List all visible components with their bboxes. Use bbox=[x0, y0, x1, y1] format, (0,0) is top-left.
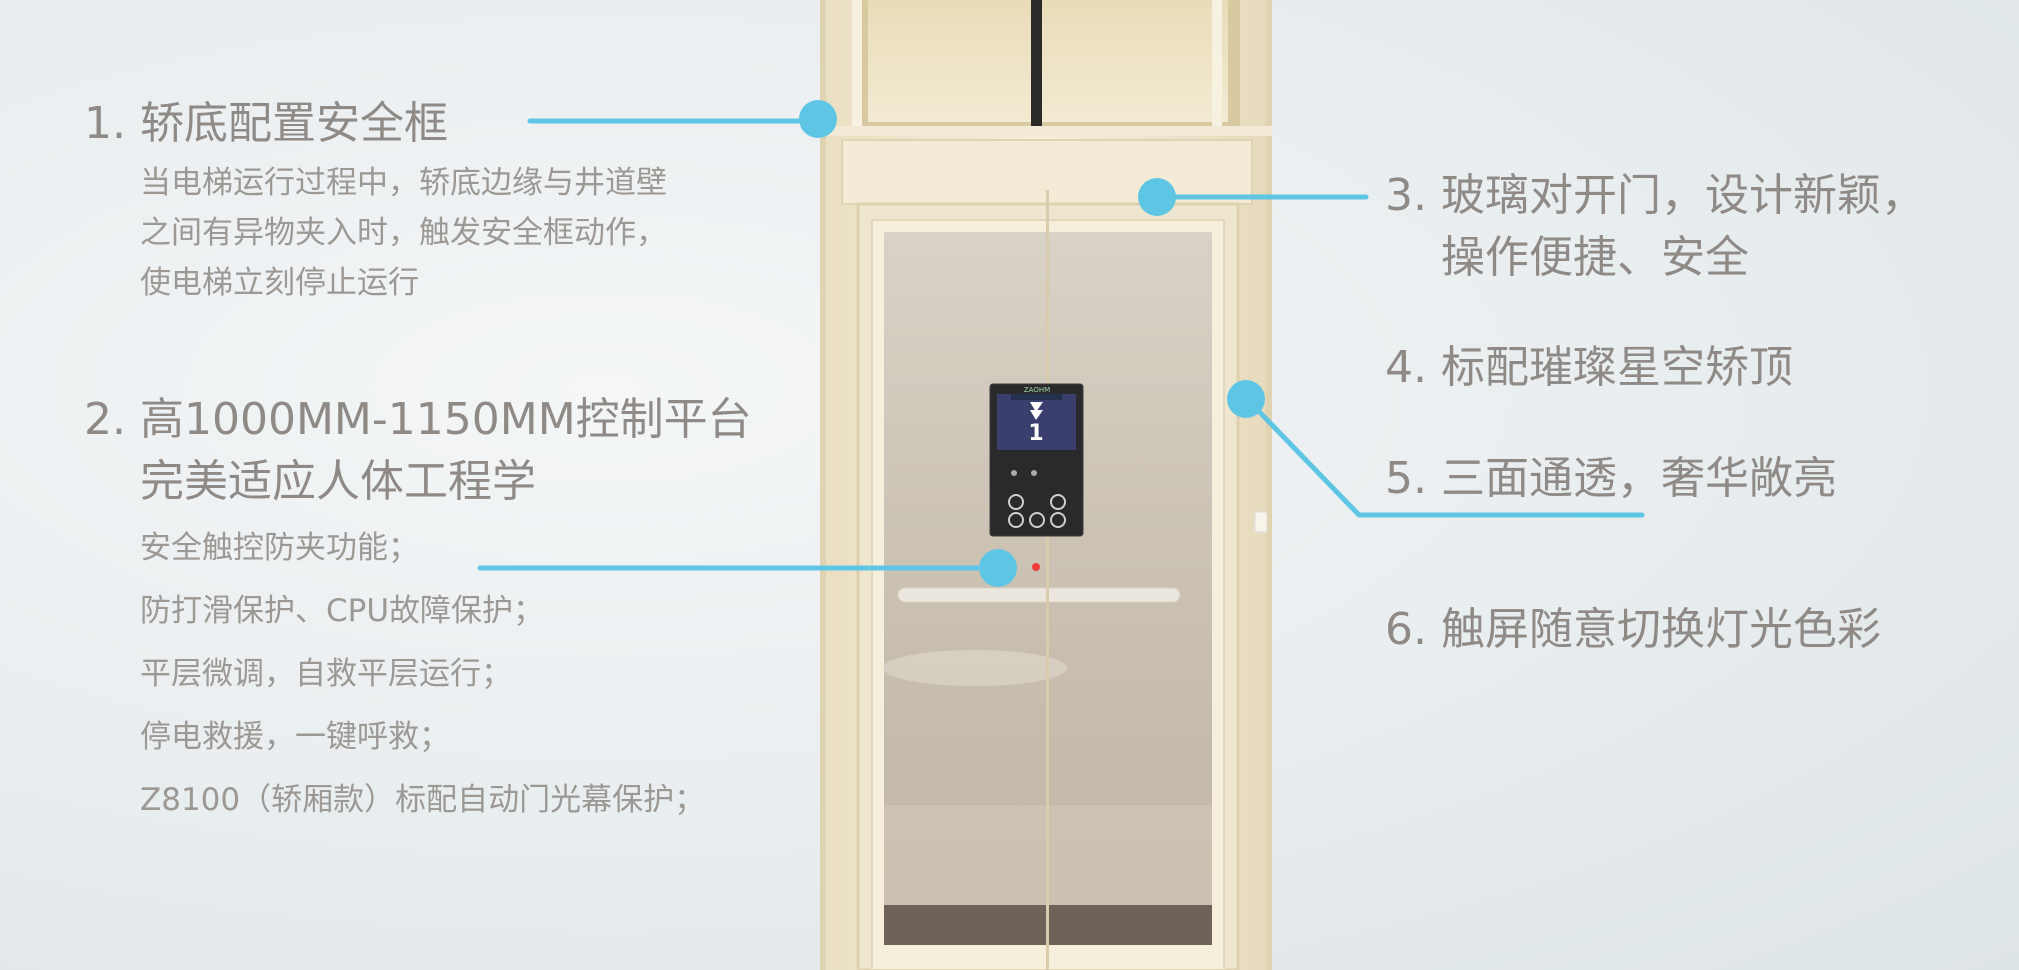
callout-dot-2 bbox=[979, 549, 1017, 587]
feature-3-number: 3. bbox=[1385, 170, 1427, 221]
feature-6-number: 6. bbox=[1385, 604, 1427, 655]
feature-2-list: 安全触控防夹功能； 防打滑保护、CPU故障保护； 平层微调，自救平层运行； 停电… bbox=[140, 517, 705, 832]
feature-4-title: 标配璀璨星空矫顶 bbox=[1440, 342, 1793, 393]
callout-dot-5 bbox=[1227, 380, 1265, 418]
feature-5-heading: 5. 三面通透，奢华敞亮 bbox=[1385, 448, 1837, 510]
feature-3-heading: 3. 玻璃对开门，设计新颖， 操作便捷、安全 bbox=[1385, 165, 1925, 289]
callout-dot-3 bbox=[1138, 178, 1176, 216]
feature-2-item: 停电救援，一键呼救； bbox=[140, 719, 450, 755]
feature-6-title: 触屏随意切换灯光色彩 bbox=[1440, 604, 1881, 655]
callout-lines bbox=[477, 118, 1645, 571]
panel-brand: ZAOHM bbox=[1024, 386, 1050, 394]
control-panel bbox=[989, 383, 1084, 537]
feature-2-number: 2. bbox=[84, 394, 126, 445]
feature-3-title: 玻璃对开门，设计新颖， bbox=[1440, 170, 1925, 221]
upper-shaft-window bbox=[820, 0, 1272, 136]
feature-6-heading: 6. 触屏随意切换灯光色彩 bbox=[1385, 599, 1881, 661]
feature-5-number: 5. bbox=[1385, 453, 1427, 504]
feature-2-item: 防打滑保护、CPU故障保护； bbox=[140, 593, 545, 629]
feature-2-title: 高1000MM-1150MM控制平台 bbox=[139, 394, 752, 445]
callout-dot-1 bbox=[799, 100, 837, 138]
feature-1-heading: 1. 轿底配置安全框 bbox=[84, 93, 448, 155]
feature-1-title: 轿底配置安全框 bbox=[139, 98, 448, 149]
panel-floor-number: 1 bbox=[1028, 421, 1043, 446]
feature-1-desc-line: 之间有异物夹入时，触发安全框动作， bbox=[140, 215, 667, 251]
feature-5-title: 三面通透，奢华敞亮 bbox=[1440, 453, 1837, 504]
feature-2-item: 平层微调，自救平层运行； bbox=[140, 656, 512, 692]
feature-2-title-cont: 完美适应人体工程学 bbox=[140, 456, 536, 507]
feature-1-desc-line: 使电梯立刻停止运行 bbox=[140, 265, 419, 301]
feature-4-number: 4. bbox=[1385, 342, 1427, 393]
feature-1-desc-line: 当电梯运行过程中，轿底边缘与井道壁 bbox=[140, 165, 667, 201]
feature-2-heading: 2. 高1000MM-1150MM控制平台 完美适应人体工程学 bbox=[84, 389, 752, 513]
glass-doors bbox=[883, 190, 1212, 970]
feature-2-item: Z8100（轿厢款）标配自动门光幕保护； bbox=[140, 782, 706, 818]
feature-1-description: 当电梯运行过程中，轿底边缘与井道壁 之间有异物夹入时，触发安全框动作， 使电梯立… bbox=[140, 158, 667, 308]
feature-2-item: 安全触控防夹功能； bbox=[140, 530, 419, 566]
hall-call-button bbox=[1254, 511, 1268, 533]
feature-1-number: 1. bbox=[84, 98, 126, 149]
feature-4-heading: 4. 标配璀璨星空矫顶 bbox=[1385, 337, 1793, 399]
panel-indicator-light bbox=[1032, 563, 1040, 571]
callout-dots bbox=[799, 100, 1265, 587]
feature-3-title-cont: 操作便捷、安全 bbox=[1441, 232, 1749, 283]
callout-line-5 bbox=[1243, 395, 1645, 518]
